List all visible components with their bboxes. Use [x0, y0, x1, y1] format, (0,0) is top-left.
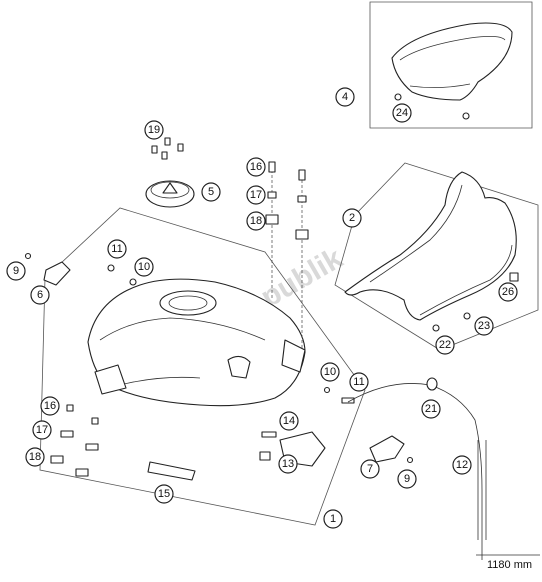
callout-10-left: 10: [134, 257, 154, 277]
svg-text:2: 2: [349, 212, 355, 224]
callout-15: 15: [154, 484, 174, 504]
svg-text:10: 10: [324, 366, 336, 378]
seat-screw-23: [463, 312, 471, 320]
callout-6: 6: [30, 285, 50, 305]
svg-text:17: 17: [36, 424, 48, 436]
rear-seat-group: [369, 1, 533, 129]
callout-5: 5: [201, 182, 221, 202]
callout-4: 4: [335, 87, 355, 107]
hose-length-label: 1180 mm: [487, 559, 532, 571]
callout-23: 23: [474, 316, 494, 336]
svg-text:18: 18: [250, 215, 262, 227]
callout-19: 19: [144, 120, 164, 140]
bracket-7: [369, 435, 405, 463]
svg-text:22: 22: [439, 339, 451, 351]
callout-26: 26: [498, 282, 518, 302]
callout-16-lower: 16: [40, 396, 60, 416]
fuel-tank-frame: [39, 207, 366, 526]
svg-text:11: 11: [353, 376, 364, 388]
svg-text:18: 18: [29, 451, 41, 463]
callout-24: 24: [392, 103, 412, 123]
svg-text:13: 13: [282, 458, 294, 470]
callout-9-left: 9: [6, 261, 26, 281]
svg-text:10: 10: [138, 261, 150, 273]
bolt-11: [341, 397, 355, 404]
callout-11-right: 11: [349, 372, 369, 392]
cap-screws-19: [151, 137, 184, 160]
callout-18-lower: 18: [25, 447, 45, 467]
callout-7: 7: [360, 459, 380, 479]
callout-17-lower: 17: [32, 420, 52, 440]
fuel-cap: [145, 180, 195, 208]
mount-stack-lower: [50, 404, 99, 477]
svg-text:16: 16: [44, 400, 56, 412]
svg-text:11: 11: [111, 243, 122, 255]
rear-seat-frame: [369, 1, 533, 129]
svg-text:21: 21: [425, 403, 437, 415]
callout-2: 2: [342, 208, 362, 228]
bracket-15: [147, 461, 196, 481]
svg-text:5: 5: [208, 186, 214, 198]
svg-text:16: 16: [250, 161, 262, 173]
seat-screw-24b: [462, 112, 470, 120]
mount-stack-upper: [265, 161, 309, 350]
callout-9-right: 9: [397, 469, 417, 489]
rear-seat: [391, 22, 513, 101]
svg-text:19: 19: [148, 124, 160, 136]
svg-text:26: 26: [502, 286, 514, 298]
callout-12: 12: [452, 455, 472, 475]
callout-13: 13: [278, 454, 298, 474]
seat-bracket-26: [509, 272, 519, 282]
callout-1: 1: [323, 509, 343, 529]
fuel-tank: [87, 278, 306, 407]
seat-screw-22: [432, 324, 440, 332]
callout-11-left: 11: [107, 239, 127, 259]
svg-text:1: 1: [330, 513, 336, 525]
svg-text:4: 4: [342, 91, 348, 103]
callout-16-upper: 16: [246, 157, 266, 177]
grommet-10: [323, 386, 331, 394]
callout-14: 14: [279, 411, 299, 431]
callout-10-right: 10: [320, 362, 340, 382]
svg-text:23: 23: [478, 320, 490, 332]
fuel-hose: [347, 377, 540, 560]
svg-text:9: 9: [404, 473, 410, 485]
callout-22: 22: [435, 335, 455, 355]
svg-text:12: 12: [456, 459, 468, 471]
svg-text:24: 24: [396, 107, 408, 119]
callout-21: 21: [421, 399, 441, 419]
front-seat: [344, 171, 517, 321]
screw-9: [406, 456, 414, 464]
front-seat-group: [334, 162, 539, 351]
svg-text:15: 15: [158, 488, 170, 500]
svg-text:9: 9: [13, 265, 19, 277]
seat-screw-24: [394, 93, 402, 101]
callout-17-upper: 17: [246, 185, 266, 205]
svg-text:6: 6: [37, 289, 43, 301]
svg-text:7: 7: [367, 463, 373, 475]
svg-text:17: 17: [250, 189, 262, 201]
svg-text:14: 14: [283, 415, 295, 427]
left-small-parts: [24, 252, 137, 286]
callout-18-upper: 18: [246, 211, 266, 231]
